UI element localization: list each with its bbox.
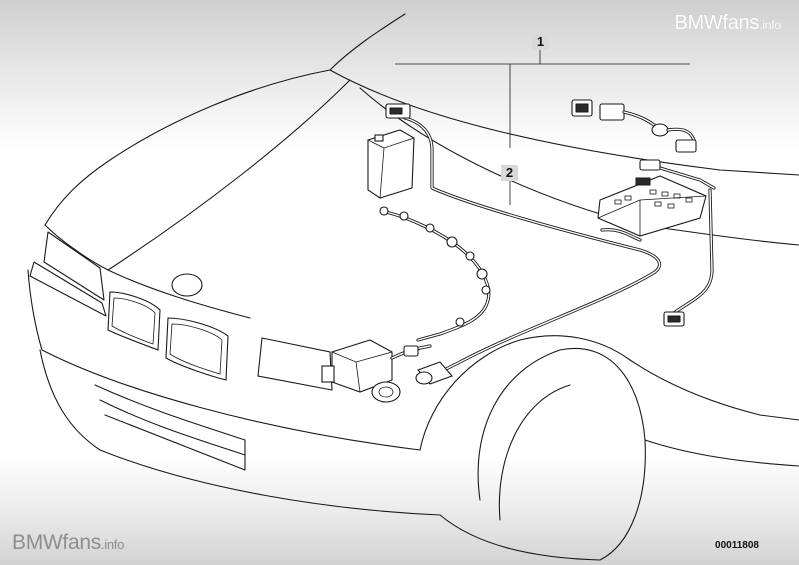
watermark-bottom: BMWfans.info (12, 531, 125, 554)
control-module-box (367, 129, 415, 199)
car-body (27, 13, 799, 561)
connector-set (571, 99, 697, 153)
callout-1: 1 (532, 34, 549, 50)
sensor-cable (379, 206, 491, 342)
lower-right-connector (663, 311, 685, 327)
footer-gradient (0, 455, 799, 565)
sensor-plug (415, 361, 453, 385)
watermark-top: BMWfans.info (674, 12, 781, 34)
horn-assembly (321, 339, 432, 403)
wiring-harness (403, 116, 716, 374)
control-unit (597, 159, 707, 237)
callout-2: 2 (501, 165, 518, 181)
callout-leaders (395, 48, 690, 205)
upper-connector (385, 103, 411, 119)
header-gradient (0, 0, 799, 150)
part-number: 00011808 (715, 540, 759, 551)
